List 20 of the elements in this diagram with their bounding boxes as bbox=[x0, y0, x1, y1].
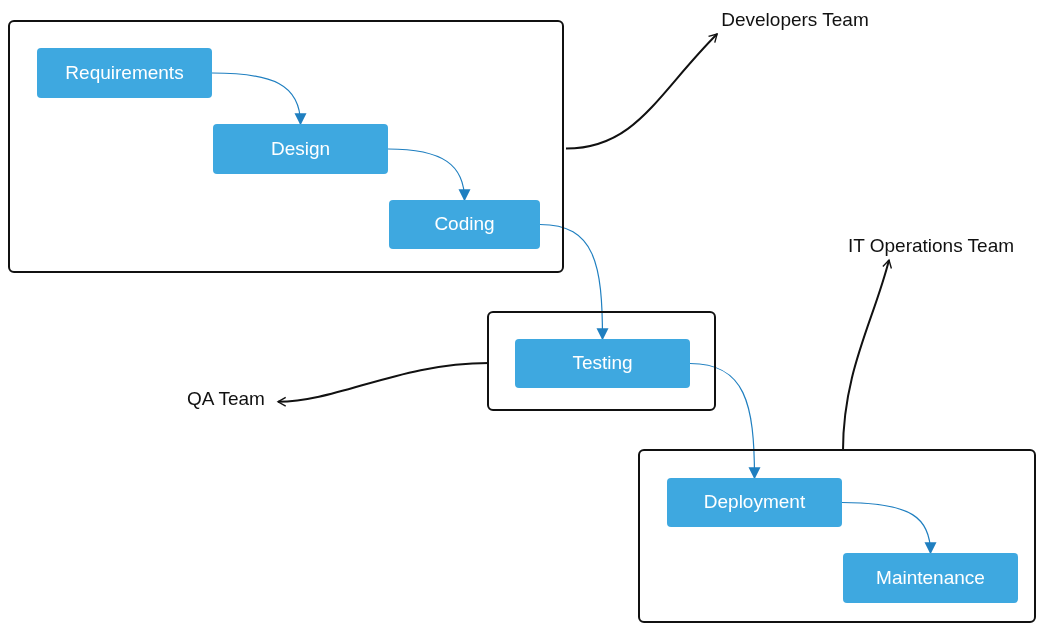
group-frame bbox=[8, 20, 564, 273]
group-frame bbox=[487, 311, 716, 411]
arrow bbox=[842, 259, 892, 452]
arrow bbox=[565, 33, 719, 150]
group-frame bbox=[638, 449, 1036, 623]
process-box: Requirements bbox=[37, 48, 212, 98]
arrow bbox=[277, 362, 490, 407]
team-label: Developers Team bbox=[700, 6, 890, 34]
arrow bbox=[841, 501, 936, 555]
process-box: Maintenance bbox=[843, 553, 1018, 603]
arrow bbox=[387, 148, 470, 202]
arrow bbox=[689, 362, 761, 480]
process-box: Design bbox=[213, 124, 388, 174]
team-label: QA Team bbox=[174, 385, 278, 413]
process-box: Deployment bbox=[667, 478, 842, 527]
arrow bbox=[539, 223, 609, 341]
process-box: Testing bbox=[515, 339, 690, 388]
team-label: IT Operations Team bbox=[826, 232, 1036, 260]
arrow bbox=[211, 72, 306, 126]
process-box: Coding bbox=[389, 200, 540, 249]
